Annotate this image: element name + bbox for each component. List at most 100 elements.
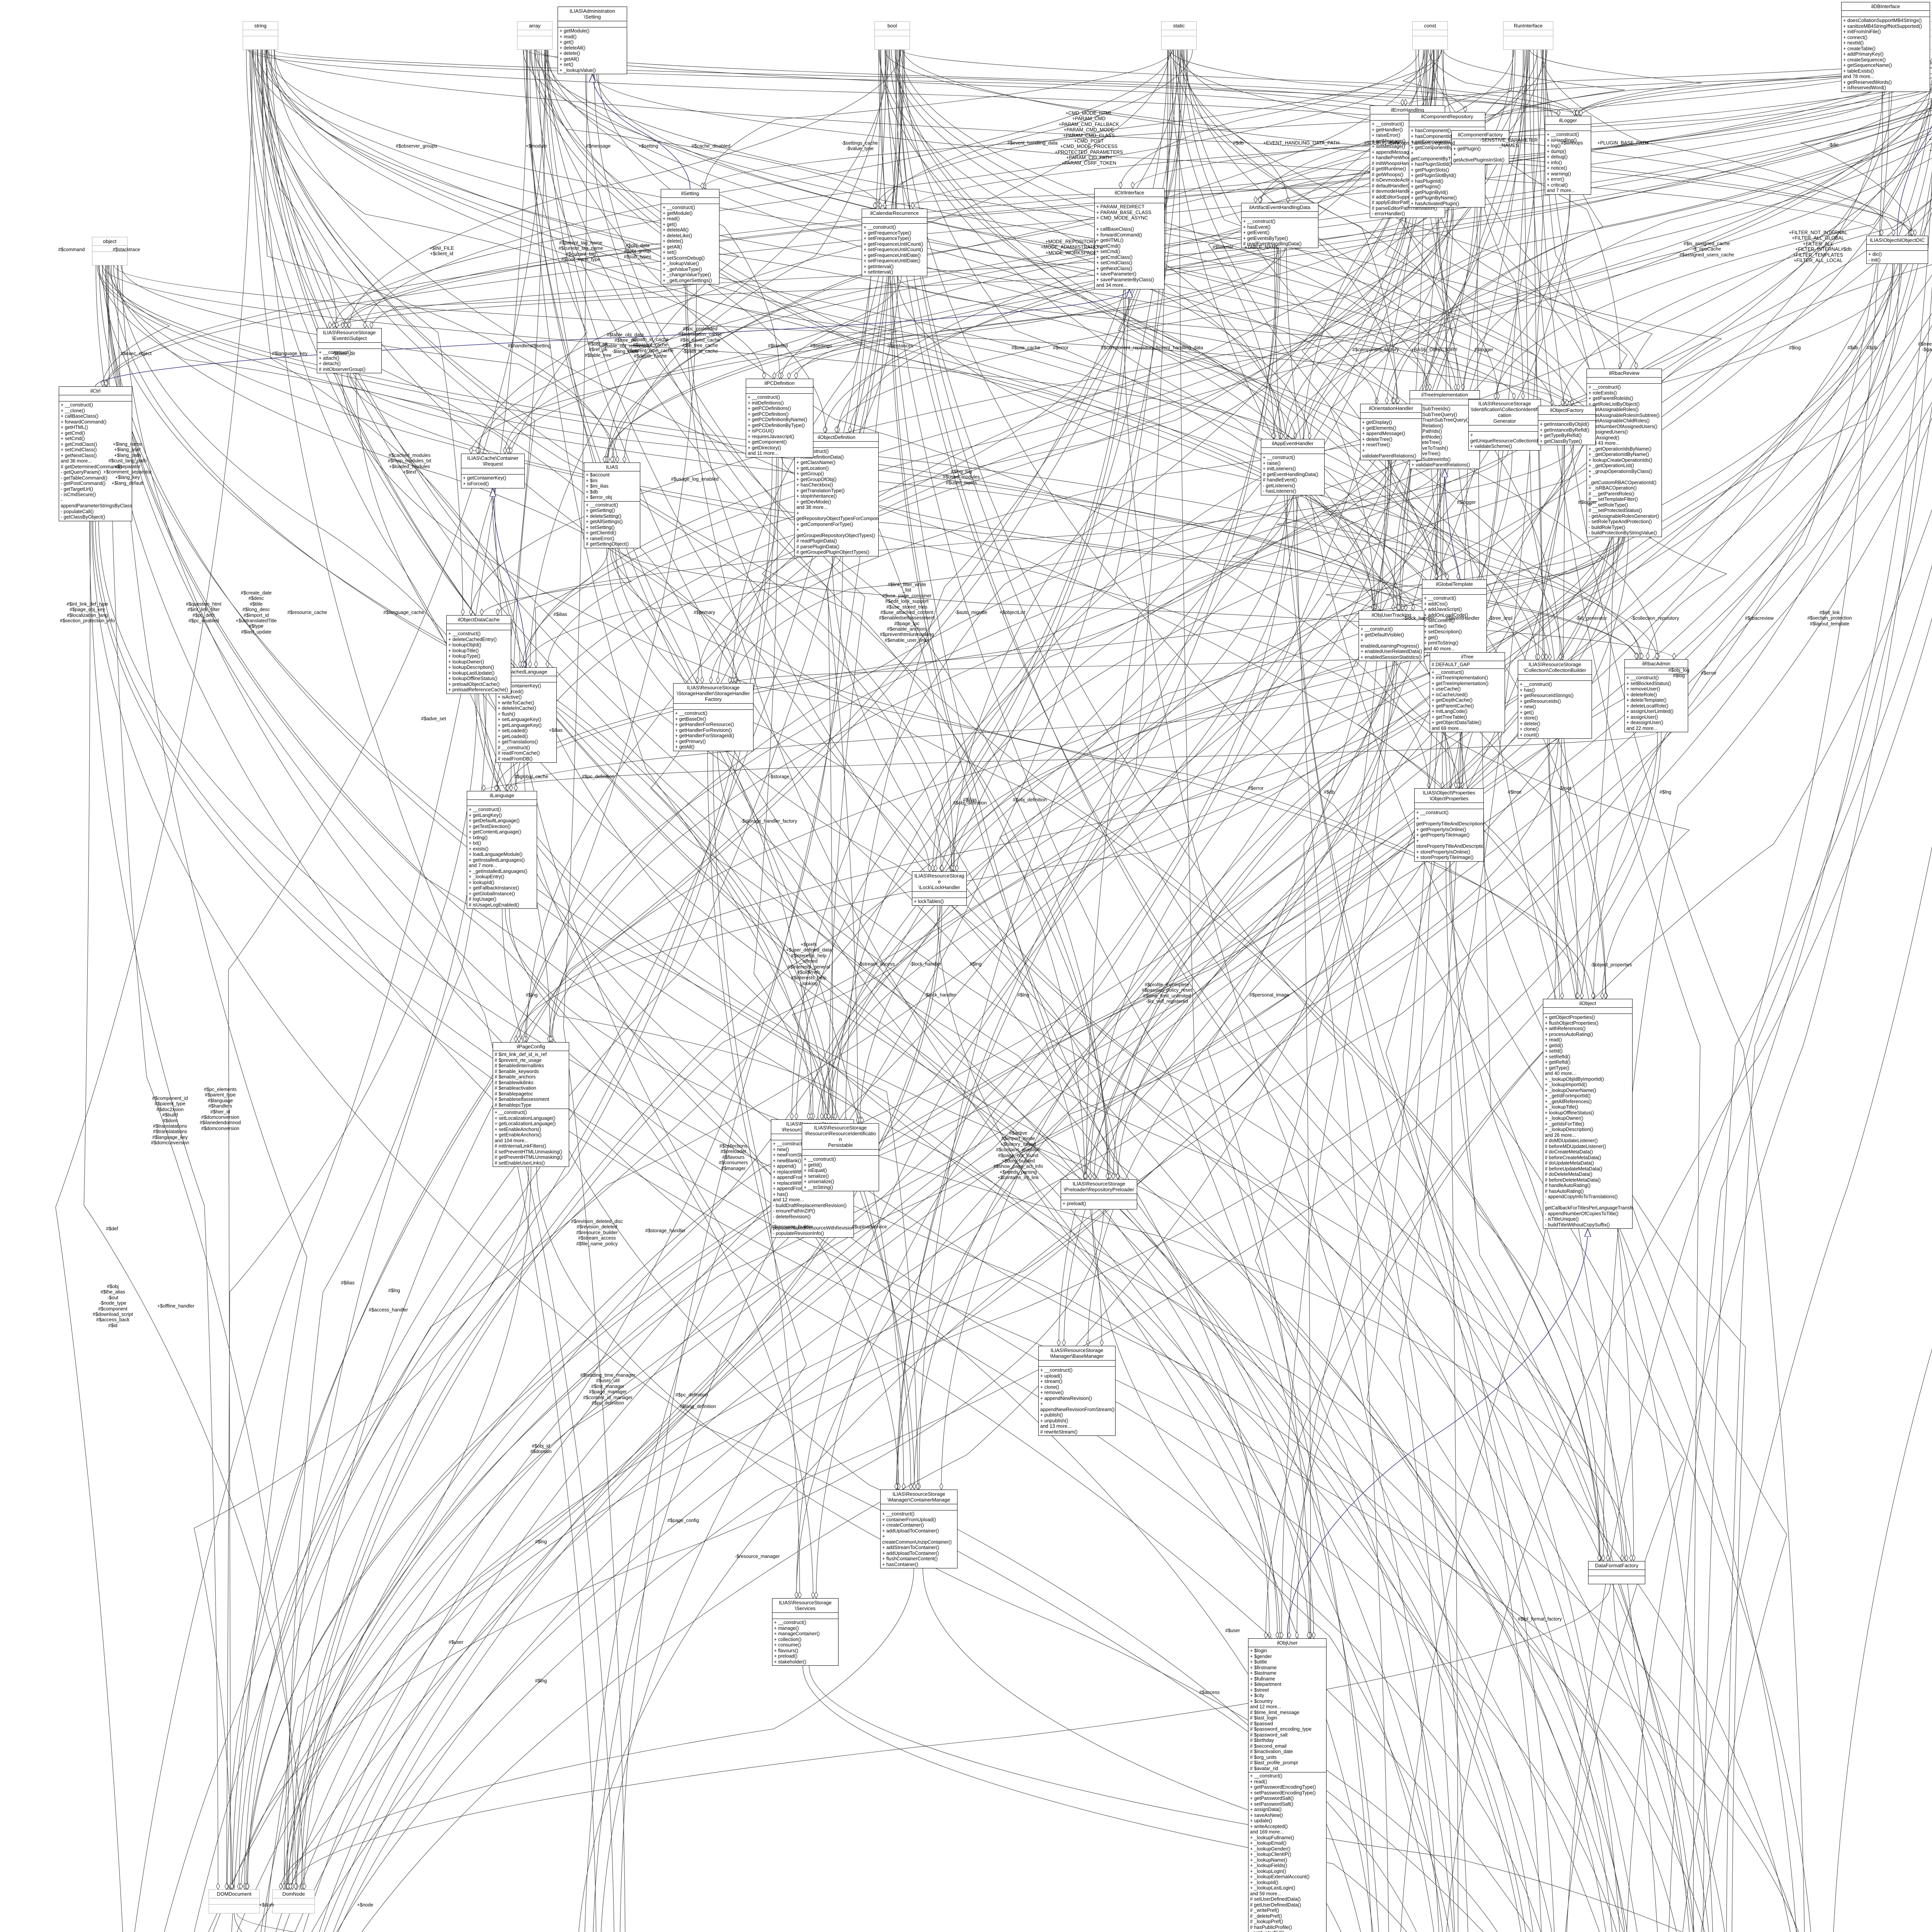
uml-class-ilComponentRepository[interactable]: ilComponentRepository+ hasComponent() + … xyxy=(1409,112,1485,208)
uml-class-ilias_rs_manager_basemanager[interactable]: ILIAS\ResourceStorage \Manager\BaseManag… xyxy=(1038,1346,1116,1436)
uml-class-ilComponentFactory[interactable]: ilComponentFactory+ getPlugin() + getAct… xyxy=(1451,130,1509,164)
uml-class-ilias_rs_storagehandler_factory[interactable]: ILIAS\ResourceStorage \StorageHandler\St… xyxy=(673,683,753,751)
class-title: ilObject xyxy=(1543,999,1632,1008)
class-title: ilLanguage xyxy=(467,791,537,800)
class-title: ILIAS\Object\Properties \ObjectPropertie… xyxy=(1415,789,1483,803)
class-attributes: # DEFAULT_GAP xyxy=(1430,661,1505,669)
class-attributes xyxy=(875,30,910,37)
uml-class-ilObjectDataCache[interactable]: ilObjectDataCache+ __construct() + delet… xyxy=(446,615,511,694)
uml-class-ilAppEventHandler[interactable]: ilAppEventHandler+ __construct() + raise… xyxy=(1261,439,1325,495)
uml-class-RunInterface[interactable]: RunInterface xyxy=(1503,21,1553,50)
uml-class-DataFormatFactory[interactable]: DataFormatFactory xyxy=(1588,1561,1645,1584)
uml-class-ilias_rs_collection_identification_generator[interactable]: ILIAS\ResourceStorage \Identification\Co… xyxy=(1468,399,1541,451)
uml-class-ilLanguage[interactable]: ilLanguage+ __construct() + getLangKey()… xyxy=(467,791,537,909)
uml-class-static[interactable]: static xyxy=(1161,21,1197,50)
edge-label: +MODE_REPOSITORY +MODE_ADMINISTRATION +M… xyxy=(1041,239,1102,256)
uml-class-ilias_copage_pc_definition[interactable]: ilPCDefinition+ __construct() + initDefi… xyxy=(746,379,813,457)
edge-label: #$logger xyxy=(1578,499,1597,505)
uml-class-ilObjectOwnership[interactable]: ilOrientationHandler+ getDisplay() + get… xyxy=(1360,404,1422,460)
class-title: ilCtrl xyxy=(59,387,132,396)
class-attributes: + $login + $gender + $utitle + $firstnam… xyxy=(1248,1647,1326,1773)
class-title: ilCachedLanguage xyxy=(496,668,556,677)
edge-label: #$cached_modules #$map_modules_txt +$loa… xyxy=(388,452,432,475)
uml-class-ilias_cache_container_request[interactable]: ILIAS\Cache\Container \Request+ getConta… xyxy=(461,454,525,488)
edge-label: +$ilias xyxy=(549,727,563,733)
uml-class-ilias_rs_repository_preloader[interactable]: ILIAS\ResourceStorage \Preloader\Reposit… xyxy=(1061,1179,1137,1209)
uml-class-bool[interactable]: bool xyxy=(874,21,910,50)
class-attributes xyxy=(1867,245,1928,251)
class-title: ILIAS\ResourceStorage \Identification\Co… xyxy=(1469,400,1541,426)
class-operations: + __construct() + setLocalizationLanguag… xyxy=(495,1110,563,1166)
uml-class-ilLogger[interactable]: ilLogger+ __construct() + isHandling() +… xyxy=(1545,116,1591,195)
uml-class-ilCtrlInterface[interactable]: ilCtrlInterface+ PARAM_REDIRECT + PARAM_… xyxy=(1094,188,1165,289)
uml-class-ilTree[interactable]: ilTree# DEFAULT_GAP+ __construct() + ini… xyxy=(1430,652,1505,733)
edge-label: #$language_key xyxy=(272,350,308,356)
uml-class-ilRbacAdmin[interactable]: ilRbacAdmin+ __construct() + setBlockedS… xyxy=(1624,659,1688,733)
class-title: ilSetting xyxy=(661,189,719,198)
edge-label: #$obj_id #$domain xyxy=(530,1443,552,1454)
class-title: string xyxy=(243,22,278,31)
uml-class-ILIAS[interactable]: ILIAS+ $account + $ini + $ini_ilias + $d… xyxy=(584,463,640,548)
edge-label: #$stacktrace xyxy=(112,247,140,252)
uml-class-ilPageConfig[interactable]: ilPageConfig# $int_link_def_id_is_ref # … xyxy=(493,1042,569,1167)
class-attributes xyxy=(517,30,552,37)
uml-class-ilObjectDIC[interactable]: ILIAS\Object\ilObjectDIC+ dic() - init() xyxy=(1866,236,1928,264)
uml-class-ilErrorHandling[interactable]: ilErrorHandling+ __construct() + getHand… xyxy=(1370,105,1445,218)
class-attributes xyxy=(92,246,127,252)
edge-label: #$obj_pk #$ref_pk #$table_tree xyxy=(585,341,612,358)
edge-label: #$uploadservice xyxy=(852,1224,887,1230)
class-title: ilLogger xyxy=(1545,116,1591,125)
uml-class-ilObject[interactable]: ilObject+ getObjectProperties() + flushO… xyxy=(1543,999,1633,1229)
uml-class-ilArtifactEventHandlingData[interactable]: ilArtifactEventHandlingData+ __construct… xyxy=(1241,203,1318,248)
uml-class-ilias_rs_events_subject[interactable]: ILIAS\ResourceStorage \Events\Subject+ _… xyxy=(317,328,382,374)
edge-label: #$whoops_handlers_registered xyxy=(1387,140,1455,146)
class-attributes xyxy=(1095,197,1164,204)
uml-class-ilObjUserTracking[interactable]: ilObjUserTracking+ __construct() + getDe… xyxy=(1359,611,1424,662)
uml-class-ilObjectFactoryService[interactable]: ilObjectFactory+ getInstanceByObjId() + … xyxy=(1538,406,1596,446)
class-attributes xyxy=(447,624,511,631)
uml-class-ilCalendarRecurrence[interactable]: ilCalendarRecurrence+ __construct() + ge… xyxy=(862,209,927,276)
uml-class-string[interactable]: string xyxy=(243,21,278,50)
uml-class-ilCtrl[interactable]: ilCtrl+ __construct() + __clone() + call… xyxy=(59,386,132,521)
edge-label: +$MESSAGE +$FATAL +$WARNING xyxy=(1929,136,1932,153)
uml-class-object[interactable]: object xyxy=(92,237,128,265)
uml-class-ilias_admin_setting[interactable]: ILIAS\Administration \Setting+ getModule… xyxy=(558,7,627,75)
edge-label: +EVENT_HANDLING_DATA_PATH xyxy=(1263,140,1340,146)
uml-class-DOMDocument[interactable]: DOMDocument xyxy=(209,1889,260,1913)
uml-class-DomNode[interactable]: DomNode xyxy=(272,1889,315,1913)
edge-label: #$lang_definition xyxy=(679,1403,716,1409)
uml-class-ilias_rs_resource_resources[interactable]: ILIAS\ResourceStorage \Resource\Resource… xyxy=(802,1123,879,1192)
edge-label: -$stream_access xyxy=(858,961,895,967)
class-title: ILIAS\ResourceStorage \StorageHandler\St… xyxy=(673,684,753,704)
edge-label: #$access xyxy=(1199,1689,1220,1695)
uml-class-ilias_rs_services[interactable]: ILIAS\ResourceStorage \Services+ __const… xyxy=(772,1598,838,1666)
edge-label: #$tree xyxy=(1508,789,1522,795)
uml-class-ilObjUser[interactable]: ilObjUser+ $login + $gender + $utitle + … xyxy=(1248,1638,1327,1932)
class-attributes xyxy=(912,892,966,898)
uml-class-ilSetting[interactable]: ilSetting+ __construct() + getModule() +… xyxy=(661,189,719,285)
uml-class-ilObjectPropertiesManager[interactable]: ILIAS\Object\Properties \ObjectPropertie… xyxy=(1414,788,1484,862)
uml-class-ilGlobalTemplate[interactable]: ilGlobalTemplate+ __construct() + addCss… xyxy=(1422,580,1487,653)
class-operations: + __construct() + raise() + initListener… xyxy=(1263,455,1318,494)
edge-label: -$collection_repository xyxy=(1631,615,1679,621)
uml-class-ilRbacReview[interactable]: ilRbacReview+ __construct() + roleExists… xyxy=(1587,369,1662,537)
uml-class-const[interactable]: const xyxy=(1412,21,1448,50)
class-attributes: + $account + $ini + $ini_ilias + $db + $… xyxy=(584,471,640,502)
class-operations xyxy=(875,36,910,42)
class-title: ilPCDefinition xyxy=(746,379,813,388)
class-operations: + lockTables() xyxy=(914,899,944,905)
uml-class-ilias_rs_manager_container_manager[interactable]: ILIAS\ResourceStorage \Manager\Container… xyxy=(880,1490,957,1569)
edge-label: +TABLE_NAME xyxy=(1244,244,1279,250)
uml-class-ilDBInterface[interactable]: ilDBInterface+ doesCollationSupportMB4St… xyxy=(1841,2,1930,92)
edge-label: #$eventHandler xyxy=(1445,615,1480,621)
uml-class-ilias_rs_lock_handler[interactable]: ILIAS\ResourceStorage \Lock\LockHandler+… xyxy=(912,871,967,906)
edge-label: -$settings_cache -$value_type xyxy=(841,140,878,151)
edge-label: #$db xyxy=(1324,789,1335,795)
class-operations xyxy=(243,36,278,42)
uml-class-array[interactable]: array xyxy=(517,21,553,50)
class-operations: + PARAM_REDIRECT + PARAM_BASE_CLASS + CM… xyxy=(1096,204,1154,288)
edge-label: #$oc_preloaded #$translation_cache #$is_… xyxy=(679,326,722,354)
uml-class-ilias_rs_collection_builder[interactable]: ILIAS\ResourceStorage \Collection\Collec… xyxy=(1518,660,1592,739)
class-operations: + __construct() + getFrequenceType() + s… xyxy=(864,224,923,275)
edge-label: #$settings xyxy=(810,343,832,349)
